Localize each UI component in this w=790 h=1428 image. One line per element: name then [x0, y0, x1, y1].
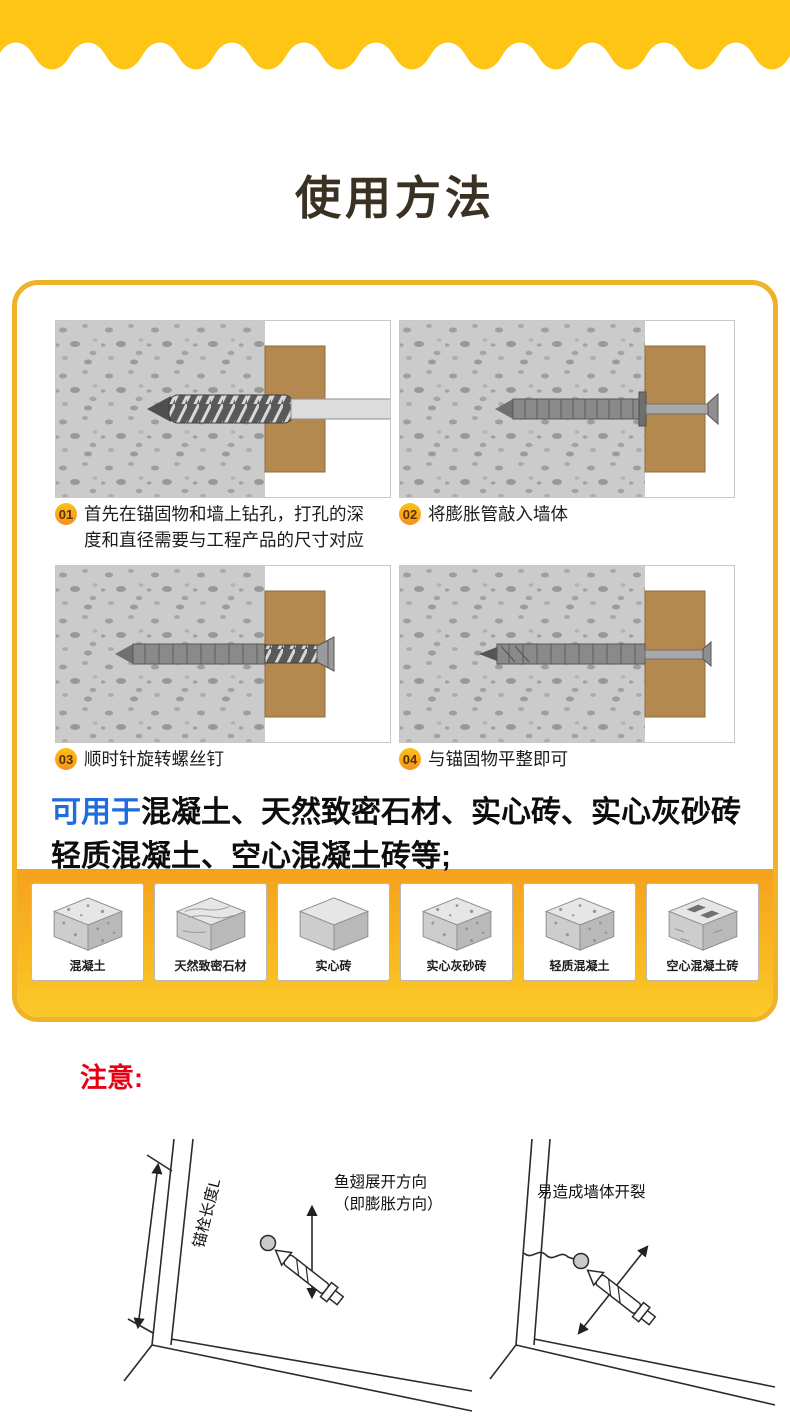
- material-item-solid-brick: 实心砖: [277, 883, 390, 981]
- crack-warning-sketch: [489, 1138, 776, 1406]
- material-label: 轻质混凝土: [549, 959, 610, 973]
- anchor-collar: [638, 391, 647, 427]
- step2-caption: 02 将膨胀管敲入墙体: [399, 501, 743, 527]
- material-label: 实心砖: [315, 959, 352, 973]
- hollow-concrete-brick-icon: [659, 894, 747, 954]
- material-item-hollow-concrete-brick: 空心混凝土砖: [646, 883, 759, 981]
- concrete-block-icon: [44, 894, 132, 954]
- correct-install-sketch: [123, 1138, 473, 1412]
- material-item-concrete: 混凝土: [31, 883, 144, 981]
- note-label: 注意:: [80, 1063, 143, 1093]
- anchor-tip: [495, 399, 513, 419]
- length-dimension-arrow: [133, 1162, 163, 1330]
- drill-shank: [290, 398, 391, 420]
- anchor-tip: [115, 644, 133, 664]
- usage-card: 01 首先在锚固物和墙上钻孔，打孔的深度和直径需要与工程产品的尺寸对应 02 将…: [12, 280, 778, 1022]
- anchor-sketch: [581, 1262, 659, 1329]
- step4-caption: 04 与锚固物平整即可: [399, 746, 743, 772]
- step3-number-badge: 03: [55, 748, 77, 770]
- anchor-ribs: [508, 644, 636, 664]
- nail-shaft: [644, 649, 704, 660]
- step3-screw-illustration: [55, 565, 391, 743]
- step1-number-badge: 01: [55, 503, 77, 525]
- usage-line-1: 可用于混凝土、天然致密石材、实心砖、实心灰砂砖: [51, 791, 757, 835]
- screw-thread: [264, 644, 318, 664]
- anchor-sketch: [269, 1242, 347, 1309]
- material-item-dense-stone: 天然致密石材: [154, 883, 267, 981]
- step2-caption-text: 将膨胀管敲入墙体: [428, 504, 568, 524]
- frame: [55, 565, 391, 743]
- step1-caption-text: 首先在锚固物和墙上钻孔，打孔的深度和直径需要与工程产品的尺寸对应: [84, 504, 364, 550]
- page-title: 使用方法: [295, 172, 495, 224]
- crack-line: [523, 1251, 575, 1260]
- sand-lime-brick-icon: [413, 894, 501, 954]
- material-label: 天然致密石材: [174, 959, 247, 973]
- anchor-body: [496, 643, 646, 665]
- usage-prefix: 可用于: [51, 796, 141, 829]
- material-label: 空心混凝土砖: [666, 959, 739, 973]
- step1-drill-illustration: [55, 320, 391, 498]
- screw-head: [702, 640, 712, 668]
- dense-stone-icon: [167, 894, 255, 954]
- anchor-ribs: [144, 644, 258, 664]
- wall-lines: [489, 1138, 776, 1406]
- material-item-lightweight-concrete: 轻质混凝土: [523, 883, 636, 981]
- expansion-direction-line2: （即膨胀方向）: [334, 1196, 443, 1213]
- anchor-hole: [259, 1234, 277, 1252]
- anchor-fins: [500, 645, 530, 663]
- drill-flutes: [168, 394, 294, 424]
- wall-lines: [123, 1138, 473, 1412]
- material-item-sand-lime-brick: 实心灰砂砖: [400, 883, 513, 981]
- expansion-direction-label: 鱼翅展开方向 （即膨胀方向）: [334, 1172, 443, 1216]
- nail-shaft: [645, 403, 709, 415]
- frame: [399, 565, 735, 743]
- material-label: 混凝土: [69, 959, 106, 973]
- step2-anchor-illustration: [399, 320, 735, 498]
- anchor-body: [512, 398, 640, 420]
- applicable-materials-text: 可用于混凝土、天然致密石材、实心砖、实心灰砂砖 轻质混凝土、空心混凝土砖等;: [51, 791, 757, 879]
- anchor-body: [132, 643, 266, 665]
- top-wave-decoration: [0, 0, 790, 70]
- solid-brick-icon: [290, 894, 378, 954]
- anchor-ribs: [524, 399, 634, 419]
- materials-row: 混凝土 天然致密石材 实心砖 实心灰砂砖 轻质混凝土 空心混凝土砖: [31, 883, 759, 981]
- drill-tip: [147, 396, 171, 422]
- step2-number-badge: 02: [399, 503, 421, 525]
- step4-number-badge: 04: [399, 748, 421, 770]
- usage-line-2: 轻质混凝土、空心混凝土砖等;: [51, 840, 451, 873]
- frame: [399, 320, 735, 498]
- nail-head: [707, 392, 719, 426]
- step4-flush-illustration: [399, 565, 735, 743]
- usage-line1-text: 混凝土、天然致密石材、实心砖、实心灰砂砖: [141, 796, 741, 829]
- screw-tip: [479, 647, 497, 661]
- material-label: 实心灰砂砖: [426, 959, 487, 973]
- anchor-hole: [572, 1252, 590, 1270]
- step4-caption-text: 与锚固物平整即可: [428, 749, 568, 769]
- crack-warning-label: 易造成墙体开裂: [537, 1184, 646, 1201]
- lightweight-concrete-icon: [536, 894, 624, 954]
- expansion-direction-line1: 鱼翅展开方向: [334, 1174, 428, 1191]
- frame: [55, 320, 391, 498]
- step3-caption: 03 顺时针旋转螺丝钉: [55, 746, 399, 772]
- step3-caption-text: 顺时针旋转螺丝钉: [84, 749, 224, 769]
- step1-caption: 01 首先在锚固物和墙上钻孔，打孔的深度和直径需要与工程产品的尺寸对应: [55, 501, 399, 553]
